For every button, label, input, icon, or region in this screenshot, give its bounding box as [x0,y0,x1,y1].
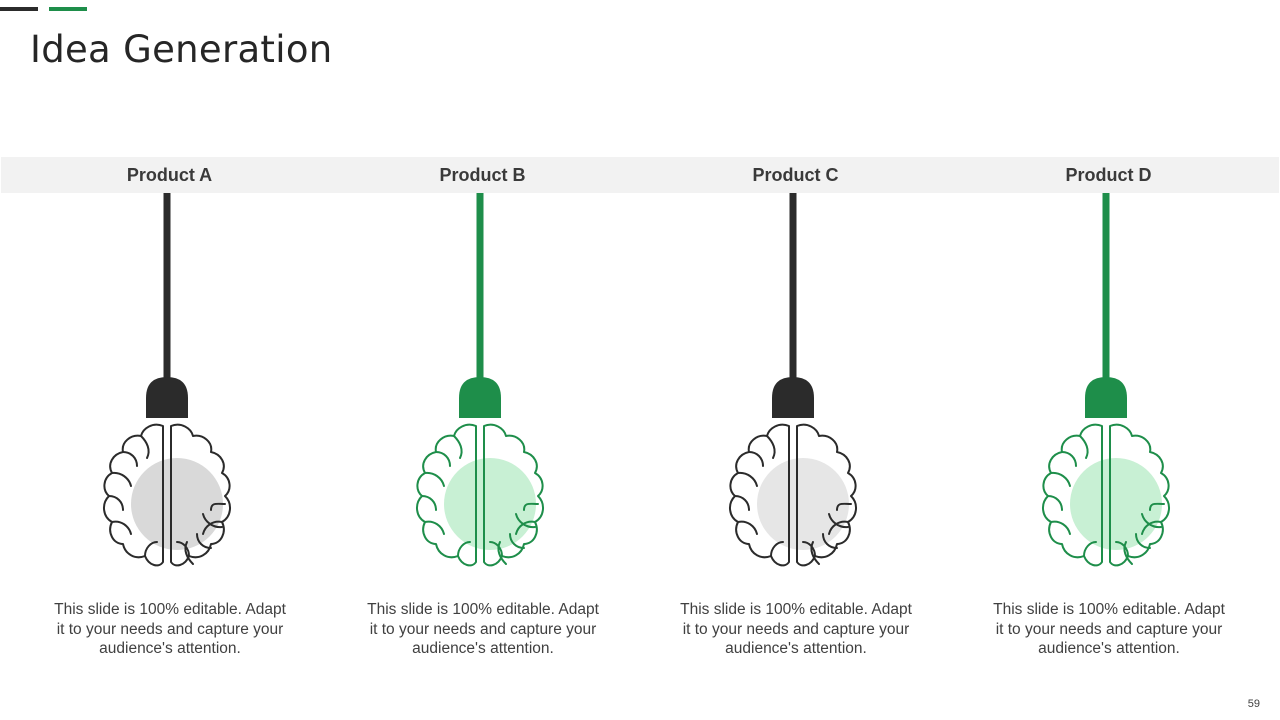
socket-cap [772,377,814,418]
socket-cap [146,377,188,418]
brain-shadow [444,458,536,550]
socket-cap [1085,377,1127,418]
product-column-b: Product B This slide is 100% editable. A… [326,157,639,677]
product-description: This slide is 100% editable. Adapt it to… [367,601,599,657]
brain-shadow [131,458,223,550]
product-label: Product A [126,165,213,185]
product-description: This slide is 100% editable. Adapt it to… [993,601,1225,657]
accent-bar-dark [0,7,38,11]
product-column-a: Product A This slide is 100% editable. A… [13,157,326,677]
brain-icon [103,423,231,567]
product-column-d: Product D This slide is 100% editable. A… [952,157,1265,677]
brain-shadow [1070,458,1162,550]
product-description: This slide is 100% editable. Adapt it to… [54,601,286,657]
brain-icon [729,423,857,567]
product-label: Product D [1065,165,1152,185]
product-label: Product B [439,165,526,185]
accent-bar-green [49,7,87,11]
header-band [1,157,1279,193]
brain-icon [416,423,544,567]
bulb-graphic [729,193,857,567]
product-label: Product C [752,165,839,185]
brain-shadow [757,458,849,550]
product-description: This slide is 100% editable. Adapt it to… [680,601,912,657]
brain-icon [1042,423,1170,567]
bulb-graphic [416,193,544,567]
bulb-graphic [103,193,231,567]
page-title: Idea Generation [30,28,333,71]
product-column-c: Product C This slide is 100% editable. A… [639,157,952,677]
bulb-graphic [1042,193,1170,567]
socket-cap [459,377,501,418]
page-number: 59 [1247,698,1260,710]
